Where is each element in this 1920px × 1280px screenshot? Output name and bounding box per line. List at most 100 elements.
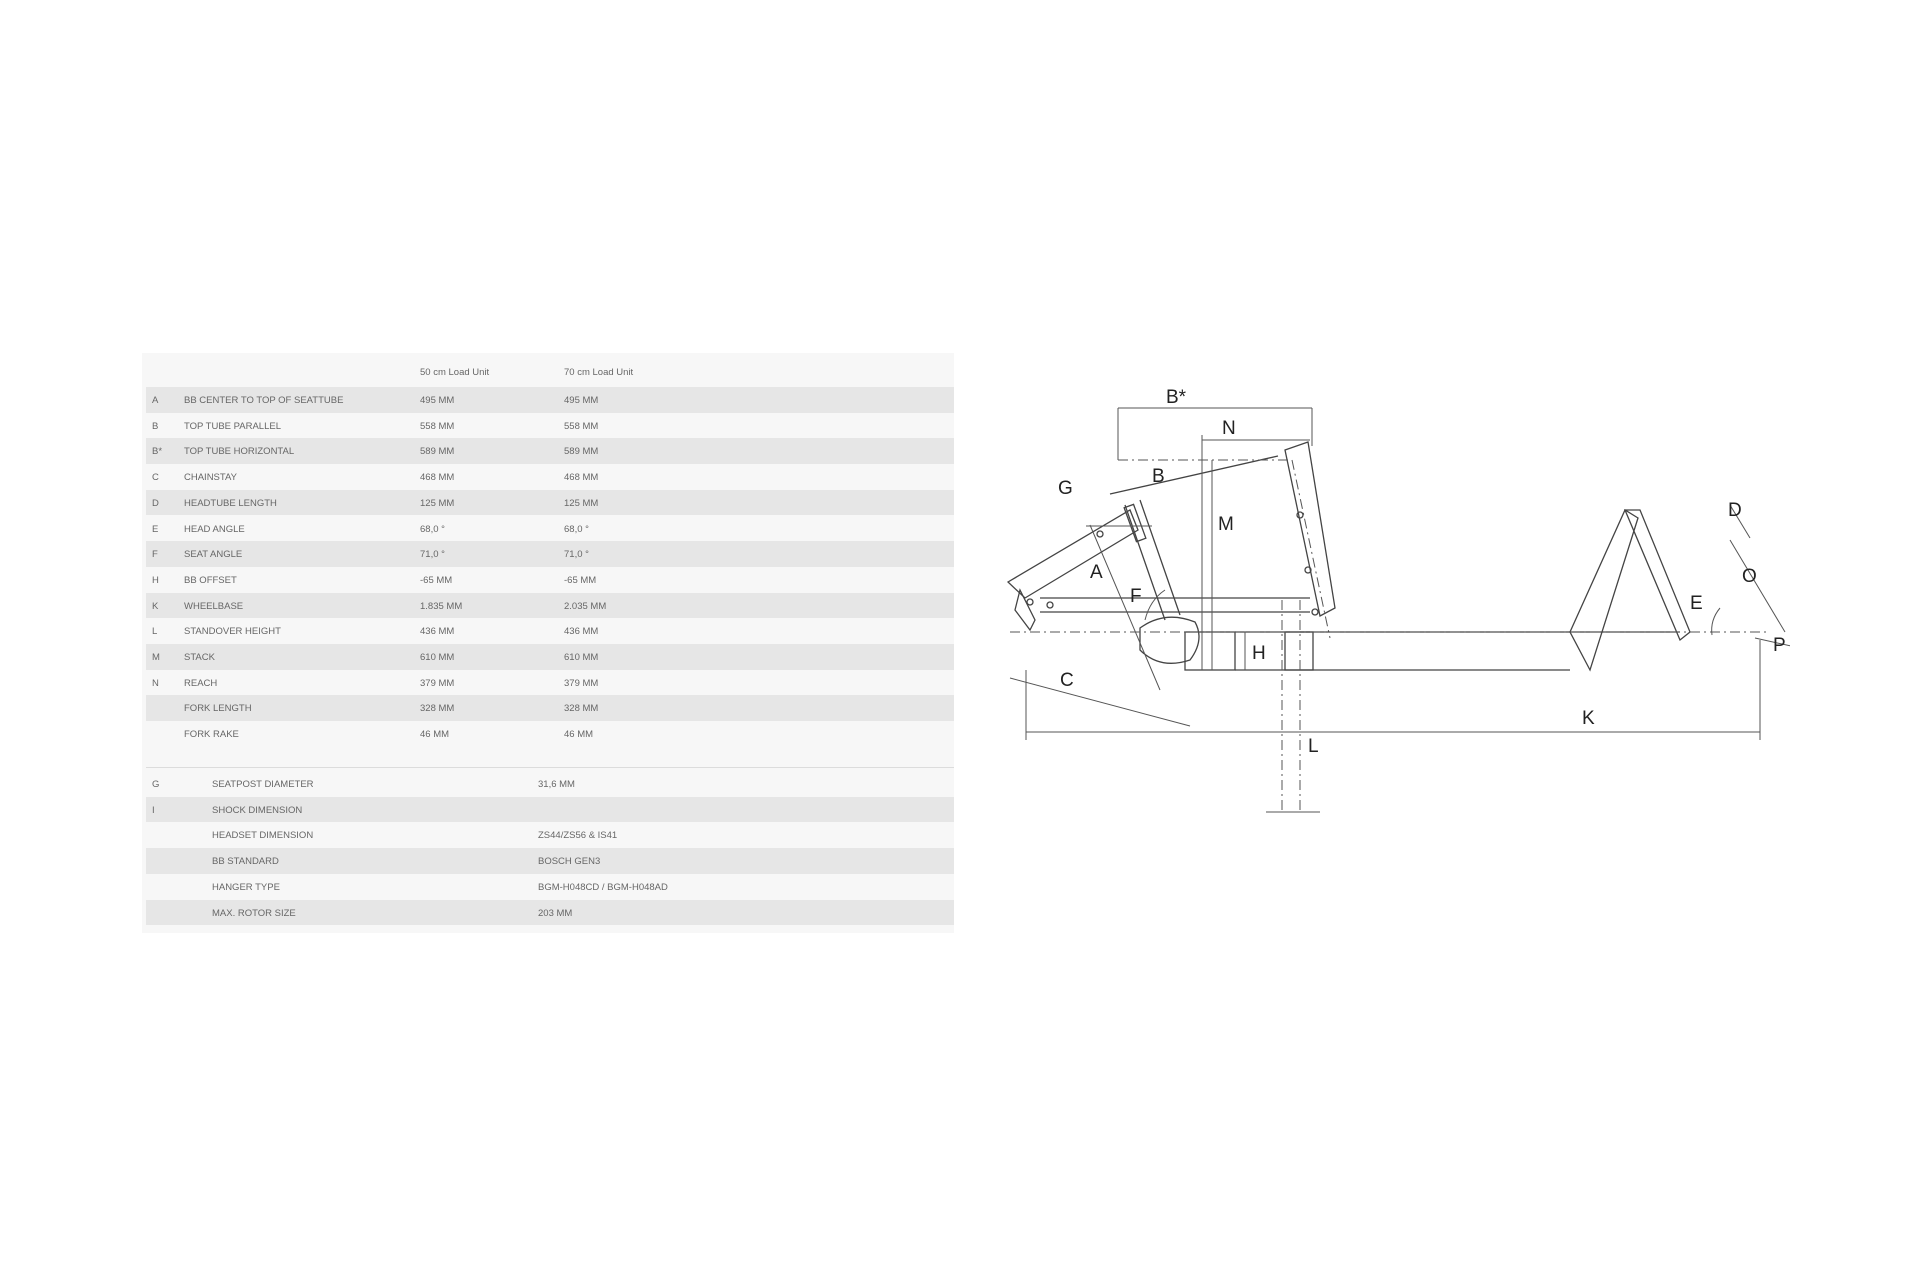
label-l: L <box>1308 736 1319 757</box>
row-value-70cm: 68,0 ° <box>564 523 589 535</box>
row-value-50cm: 46 MM <box>420 729 450 741</box>
row-value-50cm: 436 MM <box>420 626 455 638</box>
row-key: B <box>152 420 159 432</box>
table-row: B* TOP TUBE HORIZONTAL 589 MM 589 MM <box>146 438 954 464</box>
row-value-50cm: 468 MM <box>420 472 455 484</box>
label-bstar: B* <box>1166 387 1187 408</box>
row-value-50cm: 495 MM <box>420 395 455 406</box>
row-key: D <box>152 497 159 509</box>
row-key: C <box>152 472 159 484</box>
row-label: TOP TUBE HORIZONTAL <box>184 446 295 458</box>
spec-label: HANGER TYPE <box>212 881 280 893</box>
row-label: STACK <box>184 652 215 663</box>
spec-label: HEADSET DIMENSION <box>212 830 314 842</box>
row-key: M <box>152 652 160 663</box>
spec-label: MAX. ROTOR SIZE <box>212 907 296 919</box>
row-label: STANDOVER HEIGHT <box>184 626 281 638</box>
spec-value: BGM-H048CD / BGM-H048AD <box>538 881 668 893</box>
table-row: K WHEELBASE 1.835 MM 2.035 MM <box>146 592 954 619</box>
row-value-70cm: -65 MM <box>564 574 597 586</box>
row-label: FORK RAKE <box>184 729 239 741</box>
label-p: P <box>1773 635 1786 656</box>
row-label: FORK LENGTH <box>184 703 252 715</box>
row-label: WHEELBASE <box>184 600 244 612</box>
row-value-50cm: 328 MM <box>420 703 455 715</box>
label-e: E <box>1690 593 1703 614</box>
row-value-70cm: 558 MM <box>564 420 599 432</box>
geometry-table: 50 cm Load Unit 70 cm Load Unit A BB CENT… <box>142 353 954 933</box>
label-d: D <box>1728 500 1742 521</box>
row-key: A <box>152 395 159 406</box>
label-c: C <box>1060 670 1074 691</box>
column-header-70cm: 70 cm Load Unit <box>564 367 634 378</box>
spec-row: MAX. ROTOR SIZE 203 MM <box>146 899 954 926</box>
row-value-70cm: 46 MM <box>564 729 594 741</box>
spec-value: 203 MM <box>538 907 573 919</box>
table-row: L STANDOVER HEIGHT 436 MM 436 MM <box>146 618 954 644</box>
dimension-lines <box>1009 407 1790 813</box>
row-key: N <box>152 677 159 689</box>
row-value-70cm: 2.035 MM <box>564 600 607 612</box>
row-label: HEADTUBE LENGTH <box>184 497 277 509</box>
row-value-50cm: -65 MM <box>420 574 453 586</box>
row-key: F <box>152 549 158 561</box>
row-value-70cm: 436 MM <box>564 626 599 638</box>
row-label: SEAT ANGLE <box>184 549 243 561</box>
row-key: H <box>152 574 159 586</box>
spec-label: SEATPOST DIAMETER <box>212 779 314 790</box>
row-value-70cm: 71,0 ° <box>564 549 589 561</box>
table-row: E HEAD ANGLE 68,0 ° 68,0 ° <box>146 516 954 542</box>
frame-geometry-diagram: B* N B G M A F C H L K D O E P <box>1006 387 1790 813</box>
row-value-70cm: 125 MM <box>564 497 599 509</box>
spec-key: G <box>152 779 160 790</box>
spec-row: HANGER TYPE BGM-H048CD / BGM-H048AD <box>146 874 954 900</box>
label-f: F <box>1130 586 1142 607</box>
row-value-50cm: 125 MM <box>420 497 455 509</box>
label-m: M <box>1218 514 1234 535</box>
row-value-50cm: 558 MM <box>420 420 455 432</box>
row-key: E <box>152 523 159 535</box>
table-row: M STACK 610 MM 610 MM <box>146 644 954 670</box>
table-row: A BB CENTER TO TOP OF SEATTUBE 495 MM 495 M… <box>146 387 954 413</box>
row-label: TOP TUBE PARALLEL <box>184 420 281 432</box>
row-value-50cm: 68,0 ° <box>420 523 445 535</box>
row-value-70cm: 328 MM <box>564 703 599 715</box>
table-row: C CHAINSTAY 468 MM 468 MM <box>146 464 954 490</box>
row-value-70cm: 379 MM <box>564 677 599 689</box>
row-key: L <box>152 626 158 638</box>
row-value-70cm: 495 MM <box>564 395 599 406</box>
spec-label: SHOCK DIMENSION <box>212 804 303 816</box>
row-value-50cm: 589 MM <box>420 446 455 458</box>
label-n: N <box>1222 418 1236 439</box>
spec-value: 31,6 MM <box>538 779 575 790</box>
row-value-50cm: 610 MM <box>420 652 455 663</box>
row-key: K <box>152 600 159 612</box>
frame-outline <box>1006 441 1691 672</box>
row-value-70cm: 589 MM <box>564 446 599 458</box>
column-header-50cm: 50 cm Load Unit <box>420 367 490 378</box>
row-label: BB CENTER TO TOP OF SEATTUBE <box>184 395 344 406</box>
table-row: D HEADTUBE LENGTH 125 MM 125 MM <box>146 489 954 516</box>
row-value-50cm: 379 MM <box>420 677 455 689</box>
row-value-50cm: 1.835 MM <box>420 600 463 612</box>
row-value-70cm: 610 MM <box>564 652 599 663</box>
row-label: HEAD ANGLE <box>184 523 245 535</box>
row-label: CHAINSTAY <box>184 472 237 484</box>
row-label: REACH <box>184 677 218 689</box>
table-row: FORK LENGTH 328 MM 328 MM <box>146 695 954 721</box>
spec-value: BOSCH GEN3 <box>538 856 601 868</box>
table-row: N REACH 379 MM 379 MM <box>146 670 954 696</box>
label-b: B <box>1152 466 1165 487</box>
row-key: B* <box>152 446 163 458</box>
spec-row: G SEATPOST DIAMETER 31,6 MM <box>146 771 954 797</box>
row-value-70cm: 468 MM <box>564 472 599 484</box>
table-row: FORK RAKE 46 MM 46 MM <box>146 721 954 747</box>
label-k: K <box>1582 708 1595 729</box>
label-h: H <box>1252 643 1266 664</box>
label-a: A <box>1090 562 1103 583</box>
table-divider <box>146 767 954 768</box>
